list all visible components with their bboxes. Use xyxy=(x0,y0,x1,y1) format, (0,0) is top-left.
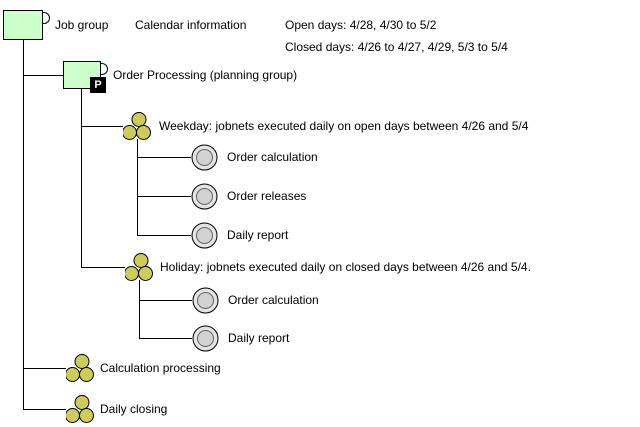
jobnet-icon xyxy=(125,253,153,281)
jobnet-icon xyxy=(66,395,94,423)
tree-connector-line xyxy=(139,338,192,339)
job-icon xyxy=(191,183,218,210)
job-label: Order releases xyxy=(227,189,307,203)
job-group-label: Job group xyxy=(55,18,109,32)
job-icon xyxy=(192,287,219,314)
jobnet-icon xyxy=(123,112,151,140)
job-icon xyxy=(191,222,218,249)
jobnet-label: Daily closing xyxy=(100,402,168,416)
tree-connector-line xyxy=(137,196,191,197)
job-group-icon xyxy=(3,10,43,40)
order-processing-label: Order Processing (planning group) xyxy=(113,68,298,82)
jobnet-label: Calculation processing xyxy=(100,361,221,375)
tree-connector-line xyxy=(23,40,24,409)
tree-connector-line xyxy=(137,235,191,236)
job-icon xyxy=(191,144,218,171)
job-label: Daily report xyxy=(227,228,289,242)
holiday-jobnet-label: Holiday: jobnets executed daily on close… xyxy=(160,260,531,274)
weekday-jobnet-label: Weekday: jobnets executed daily on open … xyxy=(159,119,529,133)
tree-connector-line xyxy=(23,368,66,369)
jobnet-icon xyxy=(66,354,94,382)
tree-connector-line xyxy=(81,126,123,127)
job-label: Order calculation xyxy=(228,293,319,307)
calendar-information-label: Calendar information xyxy=(135,18,247,32)
tree-connector-line xyxy=(139,280,140,339)
open-days-text: Open days: 4/28, 4/30 to 5/2 xyxy=(285,18,437,32)
tree-connector-line xyxy=(137,157,191,158)
tree-connector-line xyxy=(81,267,125,268)
job-group-icon-tab xyxy=(43,12,50,24)
job-label: Daily report xyxy=(228,331,290,345)
tree-connector-line xyxy=(23,75,63,76)
planning-group-icon-tab xyxy=(101,63,108,75)
tree-connector-line xyxy=(137,139,138,236)
closed-days-text: Closed days: 4/26 to 4/27, 4/29, 5/3 to … xyxy=(285,40,508,54)
job-icon xyxy=(192,325,219,352)
tree-connector-line xyxy=(139,300,192,301)
tree-connector-line xyxy=(23,409,66,410)
job-label: Order calculation xyxy=(227,150,318,164)
planning-group-icon xyxy=(63,61,101,89)
tree-connector-line xyxy=(81,89,82,267)
planning-badge: P xyxy=(90,77,106,93)
